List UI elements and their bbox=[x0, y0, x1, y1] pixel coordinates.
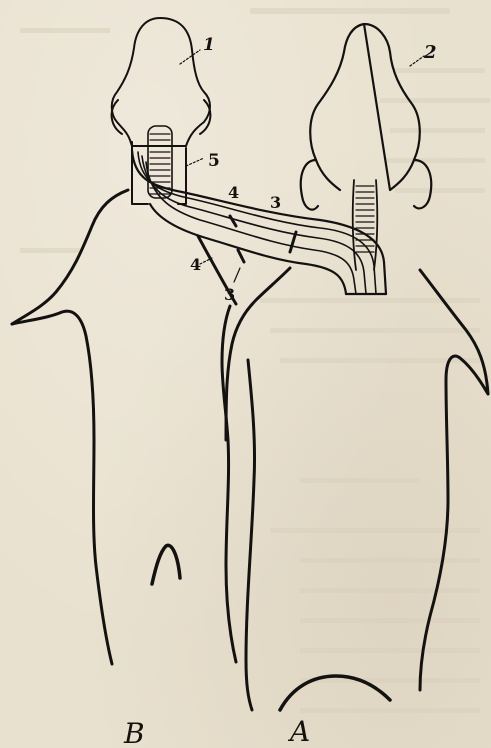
label-4-top: 4 bbox=[228, 183, 239, 202]
leader-5 bbox=[186, 158, 204, 166]
animal-a-left-side bbox=[226, 268, 290, 440]
vessel-hatch-1 bbox=[230, 216, 236, 226]
animal-a-ear-right bbox=[414, 160, 431, 208]
animal-a bbox=[226, 24, 488, 710]
label-animal-a: A bbox=[287, 715, 310, 748]
label-3-top: 3 bbox=[270, 193, 281, 212]
vessel-hatch-2 bbox=[290, 232, 296, 252]
connecting-vessels bbox=[132, 150, 386, 294]
animal-b-left-foreleg bbox=[12, 311, 112, 664]
animal-b-ear-right bbox=[200, 100, 210, 134]
animal-a-head bbox=[310, 24, 420, 190]
label-animal-b: B bbox=[123, 717, 145, 748]
animal-a-lower-left bbox=[246, 360, 255, 710]
label-3-bottom: 3 bbox=[224, 285, 235, 304]
label-4-bottom: 4 bbox=[190, 255, 201, 274]
animal-b bbox=[12, 18, 236, 664]
animal-a-vertebrae bbox=[353, 180, 378, 270]
label-2: 2 bbox=[423, 42, 437, 63]
animal-b-body-left-outline bbox=[12, 190, 128, 324]
label-1: 1 bbox=[203, 35, 215, 55]
leader-3-bottom bbox=[234, 268, 240, 282]
vessel-outer-bottom bbox=[150, 204, 346, 294]
animal-letters: B A bbox=[123, 715, 310, 748]
label-5: 5 bbox=[208, 151, 220, 171]
animal-a-ear-left bbox=[301, 160, 318, 210]
leader-1 bbox=[180, 50, 200, 64]
figure-labels: 1 2 5 4 3 4 3 bbox=[190, 35, 437, 304]
animal-b-tail-notch bbox=[152, 545, 180, 584]
leader-2 bbox=[410, 56, 424, 66]
vessel-hatch-3 bbox=[238, 250, 244, 262]
